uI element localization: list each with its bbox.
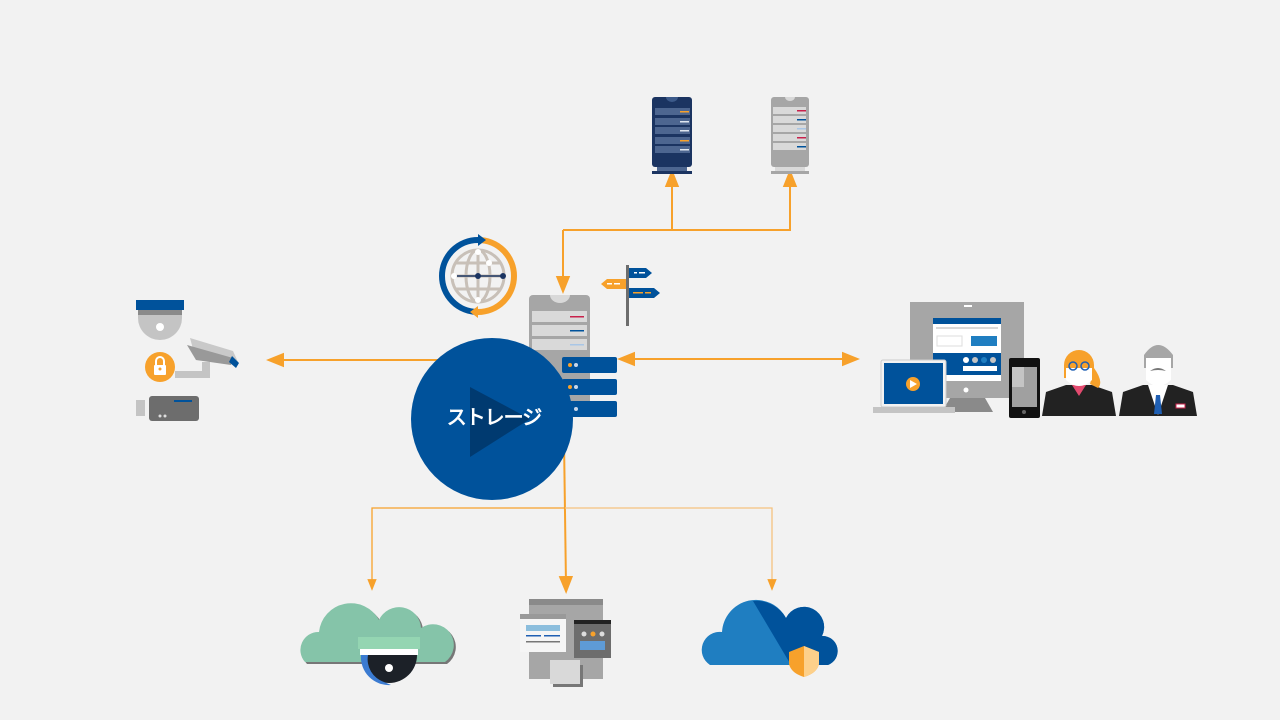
signpost-icon	[601, 265, 660, 326]
server-dark-icon	[652, 97, 692, 174]
play-icon	[470, 387, 530, 457]
security-camera-icon	[136, 300, 239, 421]
storage-label: ストレージ	[447, 405, 543, 429]
cloud-camera-icon	[300, 603, 456, 686]
arrow-to-cloud-surveillance	[367, 507, 565, 591]
line-bottom-trunk	[558, 439, 574, 594]
devices-and-users-icon	[873, 302, 1197, 418]
cloud-shield-icon	[701, 599, 838, 677]
globe-sync-icon	[439, 234, 517, 318]
storage-center-node: ストレージ	[411, 338, 573, 500]
arrow-to-server-gray	[563, 169, 798, 231]
arrow-to-cloud-secure	[565, 507, 777, 591]
server-gray-icon	[771, 97, 809, 174]
connectors	[266, 169, 860, 594]
app-windows-icon	[520, 599, 611, 687]
